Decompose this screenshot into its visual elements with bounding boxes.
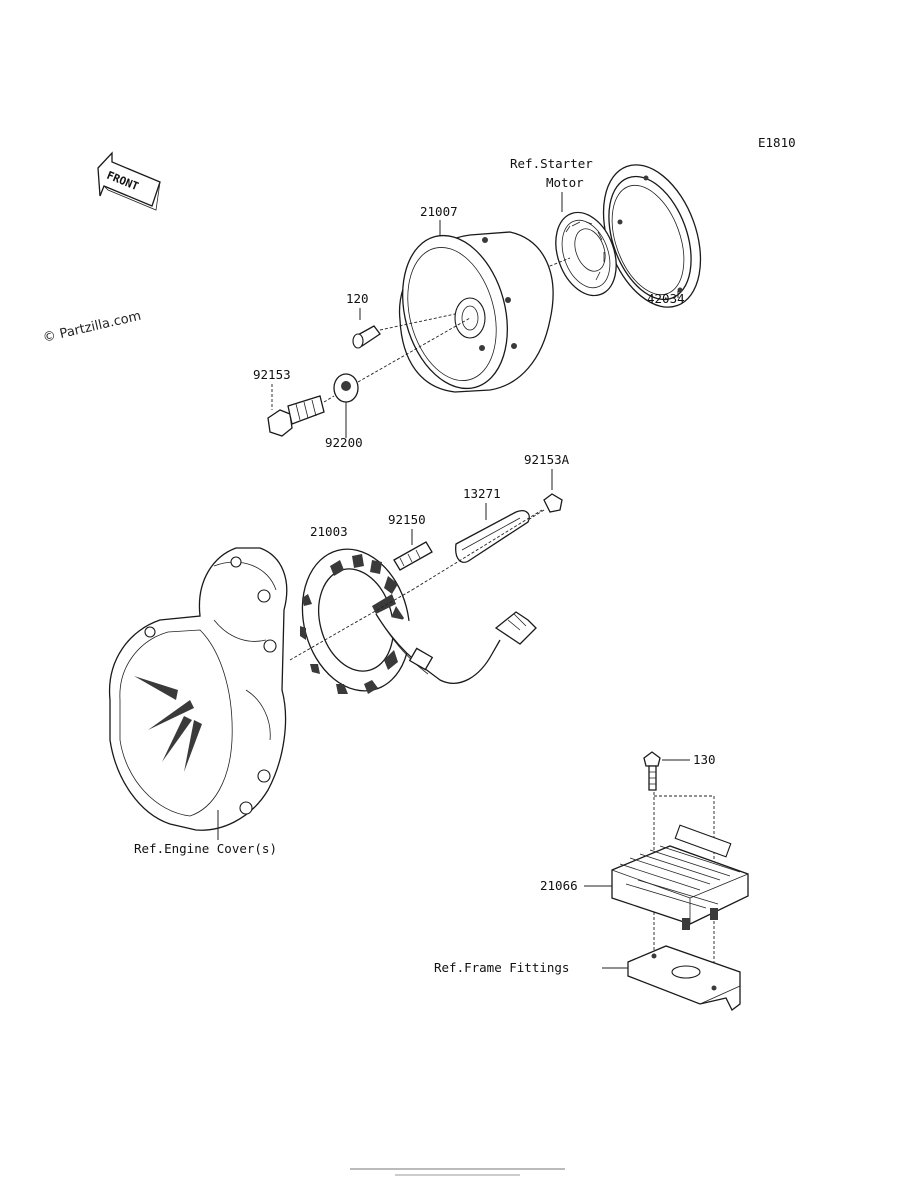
bolt-92153A-part[interactable]: [543, 493, 563, 513]
ref-starter-line2: Motor: [546, 175, 584, 190]
part-label-92150: 92150: [388, 512, 426, 527]
stator-bolt-part[interactable]: [393, 541, 433, 571]
part-label-92153A: 92153A: [524, 452, 570, 467]
rotor-part[interactable]: [387, 224, 554, 401]
part-label-92200: 92200: [325, 435, 363, 450]
part-label-130: 130: [693, 752, 716, 767]
frame-fitting-part[interactable]: [627, 945, 741, 1011]
diagram-code: E1810: [758, 135, 796, 150]
bolt-120-part[interactable]: [352, 325, 381, 349]
part-label-21007: 21007: [420, 204, 458, 219]
part-label-21003: 21003: [310, 524, 348, 539]
washer-part[interactable]: [333, 373, 359, 403]
engine-cover-part[interactable]: [108, 547, 288, 831]
part-label-42034: 42034: [647, 291, 685, 306]
footer-fine-print: [350, 1168, 565, 1170]
wire-harness-part[interactable]: [375, 611, 537, 684]
part-label-21066: 21066: [540, 878, 578, 893]
regulator-bolt-part[interactable]: [643, 751, 661, 791]
part-label-120: 120: [346, 291, 369, 306]
part-label-13271: 13271: [463, 486, 501, 501]
ref-engine-cover: Ref.Engine Cover(s): [134, 841, 277, 856]
cover-plate-part[interactable]: [455, 510, 530, 563]
watermark: © Partzilla.com: [42, 309, 143, 346]
ref-starter-line1: Ref.Starter: [510, 156, 593, 171]
part-label-92153: 92153: [253, 367, 291, 382]
regulator-part[interactable]: [611, 824, 749, 930]
starter-clutch-part[interactable]: [545, 204, 627, 304]
bolt-92153-part[interactable]: [267, 395, 325, 437]
front-arrow-icon: FRONT: [97, 151, 161, 211]
stator-part[interactable]: [287, 537, 425, 703]
starter-ring-part[interactable]: [585, 151, 718, 320]
ref-frame-fittings: Ref.Frame Fittings: [434, 960, 569, 975]
footer-fine-print-2: [395, 1174, 520, 1176]
